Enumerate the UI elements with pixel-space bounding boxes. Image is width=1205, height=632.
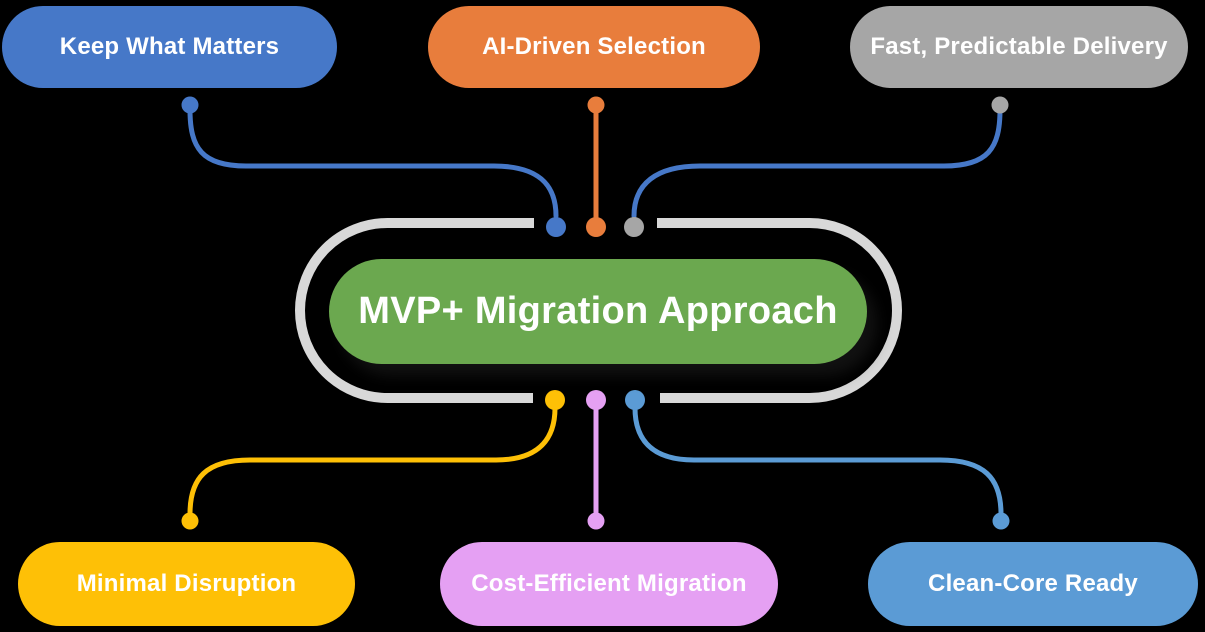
dot-cost-efficient-migration	[587, 512, 605, 530]
node-label-clean-core-ready: Clean-Core Ready	[928, 570, 1138, 597]
dot-keep-what-matters	[181, 96, 199, 114]
center-node: MVP+ Migration Approach	[329, 259, 867, 364]
center-node-label: MVP+ Migration Approach	[358, 290, 838, 332]
node-pill-minimal-disruption: Minimal Disruption	[18, 542, 355, 626]
center-ring-right-arc	[657, 218, 902, 403]
node-pill-keep-what-matters: Keep What Matters	[2, 6, 337, 88]
node-pill-clean-core-ready: Clean-Core Ready	[868, 542, 1198, 626]
connector-fast-predictable-delivery	[631, 107, 1003, 219]
dot-minimal-disruption	[181, 512, 199, 530]
node-label-ai-driven-selection: AI-Driven Selection	[482, 33, 706, 60]
node-label-keep-what-matters: Keep What Matters	[59, 33, 280, 60]
dot-fast-predictable-delivery	[991, 96, 1009, 114]
node-pill-fast-predictable-delivery: Fast, Predictable Delivery	[850, 6, 1188, 88]
node-label-cost-efficient-migration: Cost-Efficient Migration	[471, 570, 747, 597]
ring-dot-bottom-left	[545, 390, 565, 410]
ring-dot-top-center	[586, 217, 606, 237]
center-ring-left-arc	[295, 218, 534, 403]
connector-minimal-disruption	[187, 405, 558, 517]
dot-ai-driven-selection	[587, 96, 605, 114]
node-pill-cost-efficient-migration: Cost-Efficient Migration	[440, 542, 778, 626]
ring-dot-bottom-center	[586, 390, 606, 410]
node-label-fast-predictable-delivery: Fast, Predictable Delivery	[870, 33, 1168, 60]
node-label-minimal-disruption: Minimal Disruption	[76, 570, 297, 597]
ring-dot-top-right	[624, 217, 644, 237]
dot-clean-core-ready	[992, 512, 1010, 530]
ring-dot-bottom-right	[625, 390, 645, 410]
ring-dot-top-left	[546, 217, 566, 237]
connector-clean-core-ready	[632, 405, 1004, 517]
connector-keep-what-matters	[187, 107, 559, 219]
node-pill-ai-driven-selection: AI-Driven Selection	[428, 6, 760, 88]
